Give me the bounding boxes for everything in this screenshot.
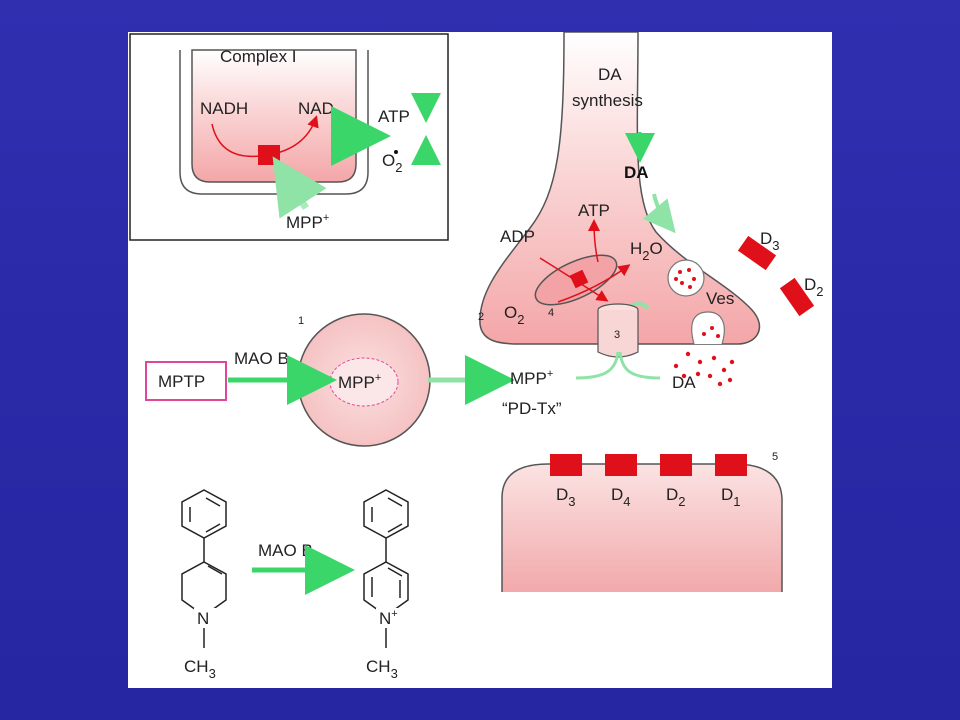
- label-4: 4: [548, 307, 554, 319]
- post-receptor-label-d2: D2: [666, 485, 686, 509]
- mpp-phenyl-ring: [363, 489, 409, 539]
- receptor-d2-label: D2: [804, 275, 824, 299]
- mptp-label: MPTP: [158, 372, 205, 391]
- mpp-out-label: MPP+: [510, 368, 553, 388]
- label-3: 3: [614, 329, 620, 341]
- ves-label: Ves: [706, 289, 734, 308]
- receptor-d1: [715, 454, 747, 476]
- cell-mpp-label: MPP+: [338, 372, 381, 392]
- receptor-d3: [550, 454, 582, 476]
- da-to-vesicle-arrow: [642, 193, 676, 234]
- mpp-uptake-curve: [575, 351, 620, 380]
- synaptic-vesicle: [667, 259, 705, 297]
- mptp-phenyl-ring: [181, 489, 227, 539]
- inset-atp-label: ATP: [378, 107, 410, 126]
- mptp-tetrahydropyridine-ring: [181, 561, 227, 611]
- postsynaptic-membrane: [501, 463, 783, 592]
- mpp-pyridinium-ring: [363, 561, 409, 611]
- ch3-left-label: CH3: [184, 657, 216, 681]
- presynaptic-terminal: DA synthesis DA ADP ATP H2O O2 2 4: [478, 32, 824, 392]
- da-synthesis-line2: synthesis: [572, 91, 643, 110]
- mptp-pathway: MPTP MAO B 1 MPP+ MPP+ “PD-Tx”: [145, 313, 661, 447]
- nadh-label: NADH: [200, 99, 248, 118]
- presynaptic-receptor-d2: [779, 277, 815, 317]
- receptor-d4: [605, 454, 637, 476]
- post-receptor-label-d1: D1: [721, 485, 741, 509]
- receptor-d2: [660, 454, 692, 476]
- presynaptic-receptor-d3: [737, 235, 777, 271]
- n-left-backdrop: [194, 608, 216, 628]
- ch3-right-label: CH3: [366, 657, 398, 681]
- adp-label: ADP: [500, 227, 535, 246]
- postsynaptic-receptors: D3 D4 D2 D1: [550, 454, 747, 509]
- diagram-panel: Complex I NADH NAD ATP O2 MPP+ DA: [128, 32, 832, 688]
- receptor-d3-label: D3: [760, 229, 780, 253]
- radical-dot: [394, 150, 398, 154]
- post-receptor-label-d4: D4: [611, 485, 631, 509]
- released-da-label: DA: [672, 373, 696, 392]
- matrix-compartment: [191, 49, 357, 183]
- n-right-backdrop: [376, 608, 398, 628]
- complex-i-inset: Complex I NADH NAD ATP O2 MPP+: [129, 33, 449, 241]
- o2-to-h2o-arrow: [557, 264, 631, 303]
- mptp-mechanism-diagram: Complex I NADH NAD ATP O2 MPP+ DA: [129, 32, 824, 681]
- atp-arrow: [588, 219, 601, 263]
- chem-mao-b-label: MAO B: [258, 541, 313, 560]
- da-synthesis-line1: DA: [598, 65, 622, 84]
- n-right-label: N+: [379, 608, 398, 628]
- postsynaptic-fade: [500, 592, 786, 632]
- postsynaptic-neuron: 5 D3 D4 D2 D1: [500, 451, 786, 632]
- released-da-dots: [673, 326, 735, 387]
- da-label: DA: [624, 163, 649, 182]
- complex-i-marker: [258, 145, 280, 165]
- neuron-atp-label: ATP: [578, 201, 610, 220]
- complex-i-title: Complex I: [220, 47, 297, 66]
- mpp-to-complex-arrow: [272, 156, 327, 219]
- pathway-mao-b-label: MAO B: [234, 349, 289, 368]
- vesicle-da-dots: [674, 268, 696, 289]
- mito-complex-marker: [569, 269, 589, 289]
- inset-o2-label: O2: [382, 151, 402, 175]
- neuron-o2-label: O2: [504, 303, 524, 327]
- label-5: 5: [772, 451, 778, 463]
- post-receptor-label-d3: D3: [556, 485, 576, 509]
- da-uptake-curve: [618, 351, 661, 380]
- inset-mpp-label: MPP+: [286, 212, 329, 232]
- mptp-box: [145, 361, 227, 401]
- fusing-vesicle: [691, 311, 725, 345]
- pd-tx-label: “PD-Tx”: [502, 399, 562, 418]
- label-2: 2: [478, 311, 484, 323]
- n-left-label: N: [197, 609, 209, 628]
- label-1: 1: [298, 315, 304, 327]
- h2o-label: H2O: [630, 239, 663, 263]
- nad-label: NAD: [298, 99, 334, 118]
